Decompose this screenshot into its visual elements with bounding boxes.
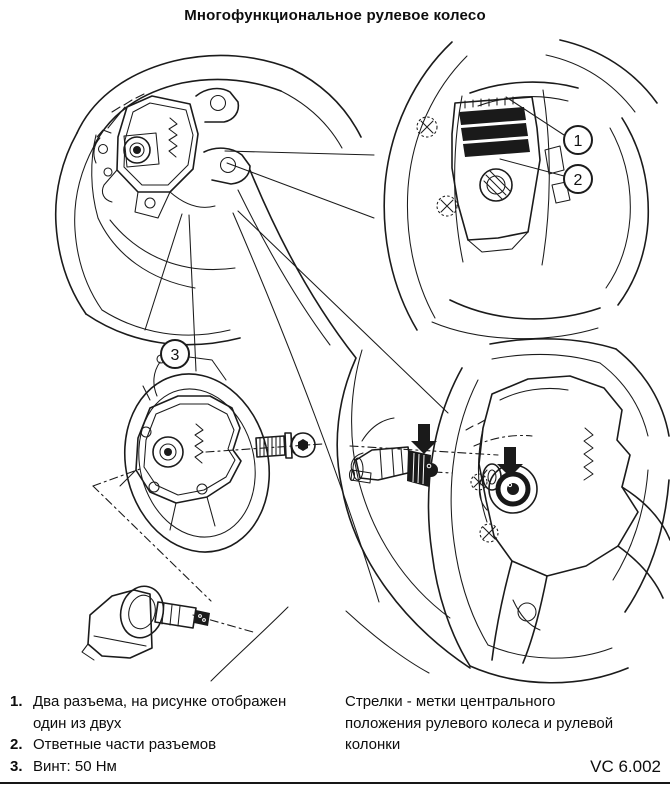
legend-item-1-line1: Два разъема, на рисунке отображен: [33, 693, 287, 710]
legend-item-2-number: 2.: [10, 736, 23, 753]
legend-item-3-text: Винт: 50 Нм: [33, 757, 117, 775]
legend-item-2: 2. Ответные части разъемов: [10, 734, 342, 756]
figure-column-alignment-marks: [210, 338, 670, 684]
legend-item-3: 3. Винт: 50 Нм: [10, 756, 342, 778]
page-title: Многофункциональное рулевое колесо: [184, 7, 486, 24]
callout-3-label: 3: [171, 347, 180, 364]
callout-2-marker: 2: [499, 158, 593, 194]
legend-item-2-text: Ответные части разъемов: [33, 736, 217, 753]
wedge-to-column-view: [232, 212, 380, 603]
arrows-note: Стрелки - метки центрального положения р…: [345, 691, 663, 756]
leader-to-connector-detail: [224, 150, 375, 156]
legend: 1. Два разъема, на рисунке отображен оди…: [10, 691, 342, 777]
legend-item-1-number: 1.: [10, 693, 23, 710]
callout-3-marker: 3: [160, 339, 227, 381]
figure-steering-wheel-rear-view: [54, 54, 471, 669]
callout-2-label: 2: [574, 172, 583, 189]
wedge-to-wheel-removal: [188, 214, 197, 372]
leader-to-connector-detail: [226, 162, 375, 219]
figure-code: VC 6.002: [590, 757, 661, 776]
legend-item-1-text: Два разъема, на рисунке отображен один и…: [33, 691, 342, 734]
connector-block: [459, 107, 526, 125]
center-mark-arrow-icon: [411, 424, 437, 454]
center-mark-arrow-icon: [497, 447, 523, 477]
callout-3-leader: [188, 356, 227, 381]
legend-item-3-number: 3.: [10, 757, 23, 775]
legend-item-1: 1. Два разъема, на рисунке отображен оди…: [10, 691, 342, 734]
wedge-to-column-view: [237, 210, 449, 414]
legend-item-1-line2: один из двух: [33, 714, 122, 732]
steering-column-shaft: [348, 417, 453, 487]
arrows-note-line1: Стрелки - метки центрального: [345, 693, 556, 710]
arrows-note-line3: колонки: [345, 736, 401, 753]
arrows-note-line2: положения рулевого колеса и рулевой: [345, 714, 614, 732]
steering-wheel-diagram: 1 2: [54, 39, 670, 684]
bottom-rule: [0, 782, 670, 784]
callout-2-leader: [499, 158, 565, 177]
clock-spring-connector: [81, 585, 210, 661]
hub-screw: [255, 432, 316, 459]
wedge-to-wheel-removal: [144, 213, 183, 331]
callout-1-leader: [505, 96, 565, 136]
callout-1-marker: 1: [505, 96, 593, 155]
figure-connector-closeup: [383, 39, 658, 340]
callout-1-label: 1: [574, 133, 583, 150]
figure-wheel-screw-removal: [81, 354, 323, 661]
